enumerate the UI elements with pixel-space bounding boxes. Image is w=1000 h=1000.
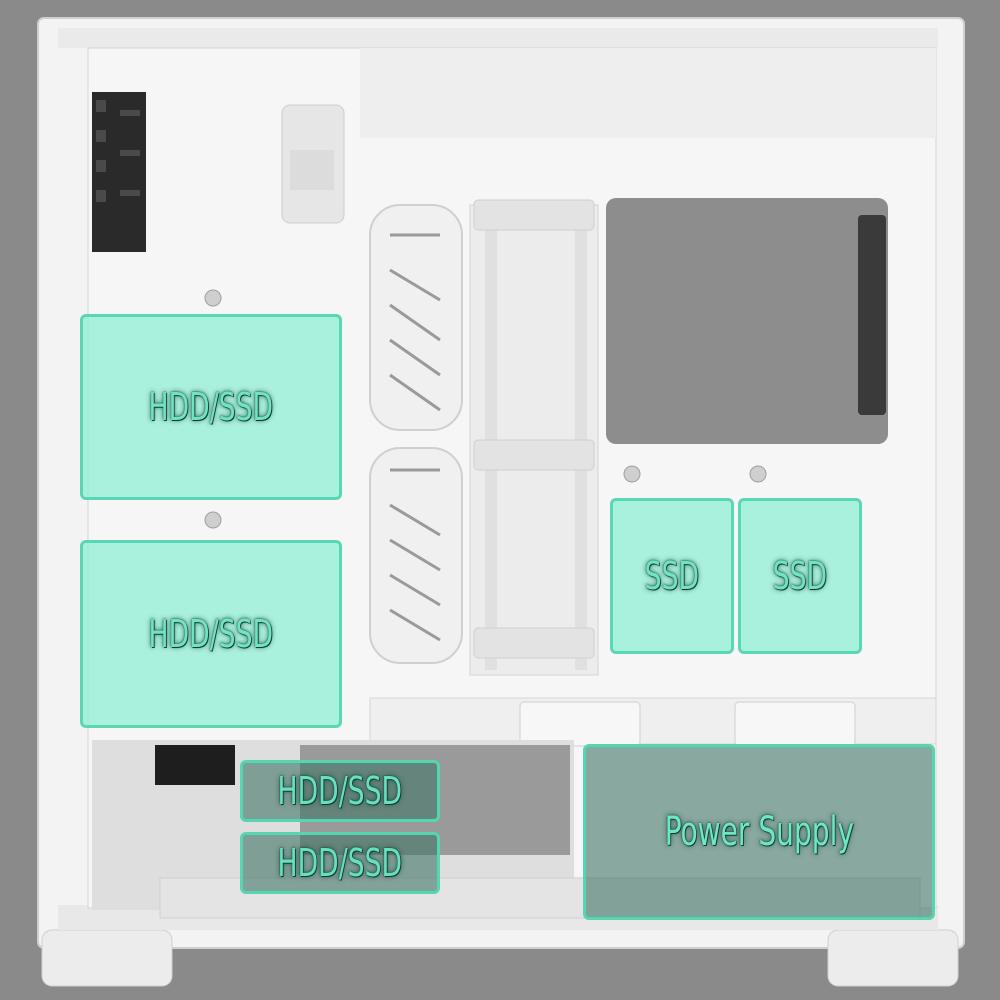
hdd-bay-mid-label: HDD/SSD <box>148 612 274 656</box>
hdd-basement-bottom: HDD/SSD <box>240 832 440 894</box>
cpu-cutout <box>606 198 888 444</box>
ssd-bracket-right: SSD <box>738 498 862 654</box>
ssd-right-label: SSD <box>772 554 828 598</box>
ssd-left-label: SSD <box>644 554 700 598</box>
case-foot-right <box>827 929 959 987</box>
hdd-bay-top: HDD/SSD <box>80 314 342 500</box>
hdd-bay-top-label: HDD/SSD <box>148 385 274 429</box>
case-foot-left <box>41 929 173 987</box>
power-supply-label: Power Supply <box>664 809 854 855</box>
hdd-basement-top-label: HDD/SSD <box>277 769 403 813</box>
hdd-bay-mid: HDD/SSD <box>80 540 342 728</box>
hdd-basement-top: HDD/SSD <box>240 760 440 822</box>
ssd-bracket-left: SSD <box>610 498 734 654</box>
hdd-basement-bottom-label: HDD/SSD <box>277 841 403 885</box>
power-supply-zone: Power Supply <box>583 744 935 920</box>
